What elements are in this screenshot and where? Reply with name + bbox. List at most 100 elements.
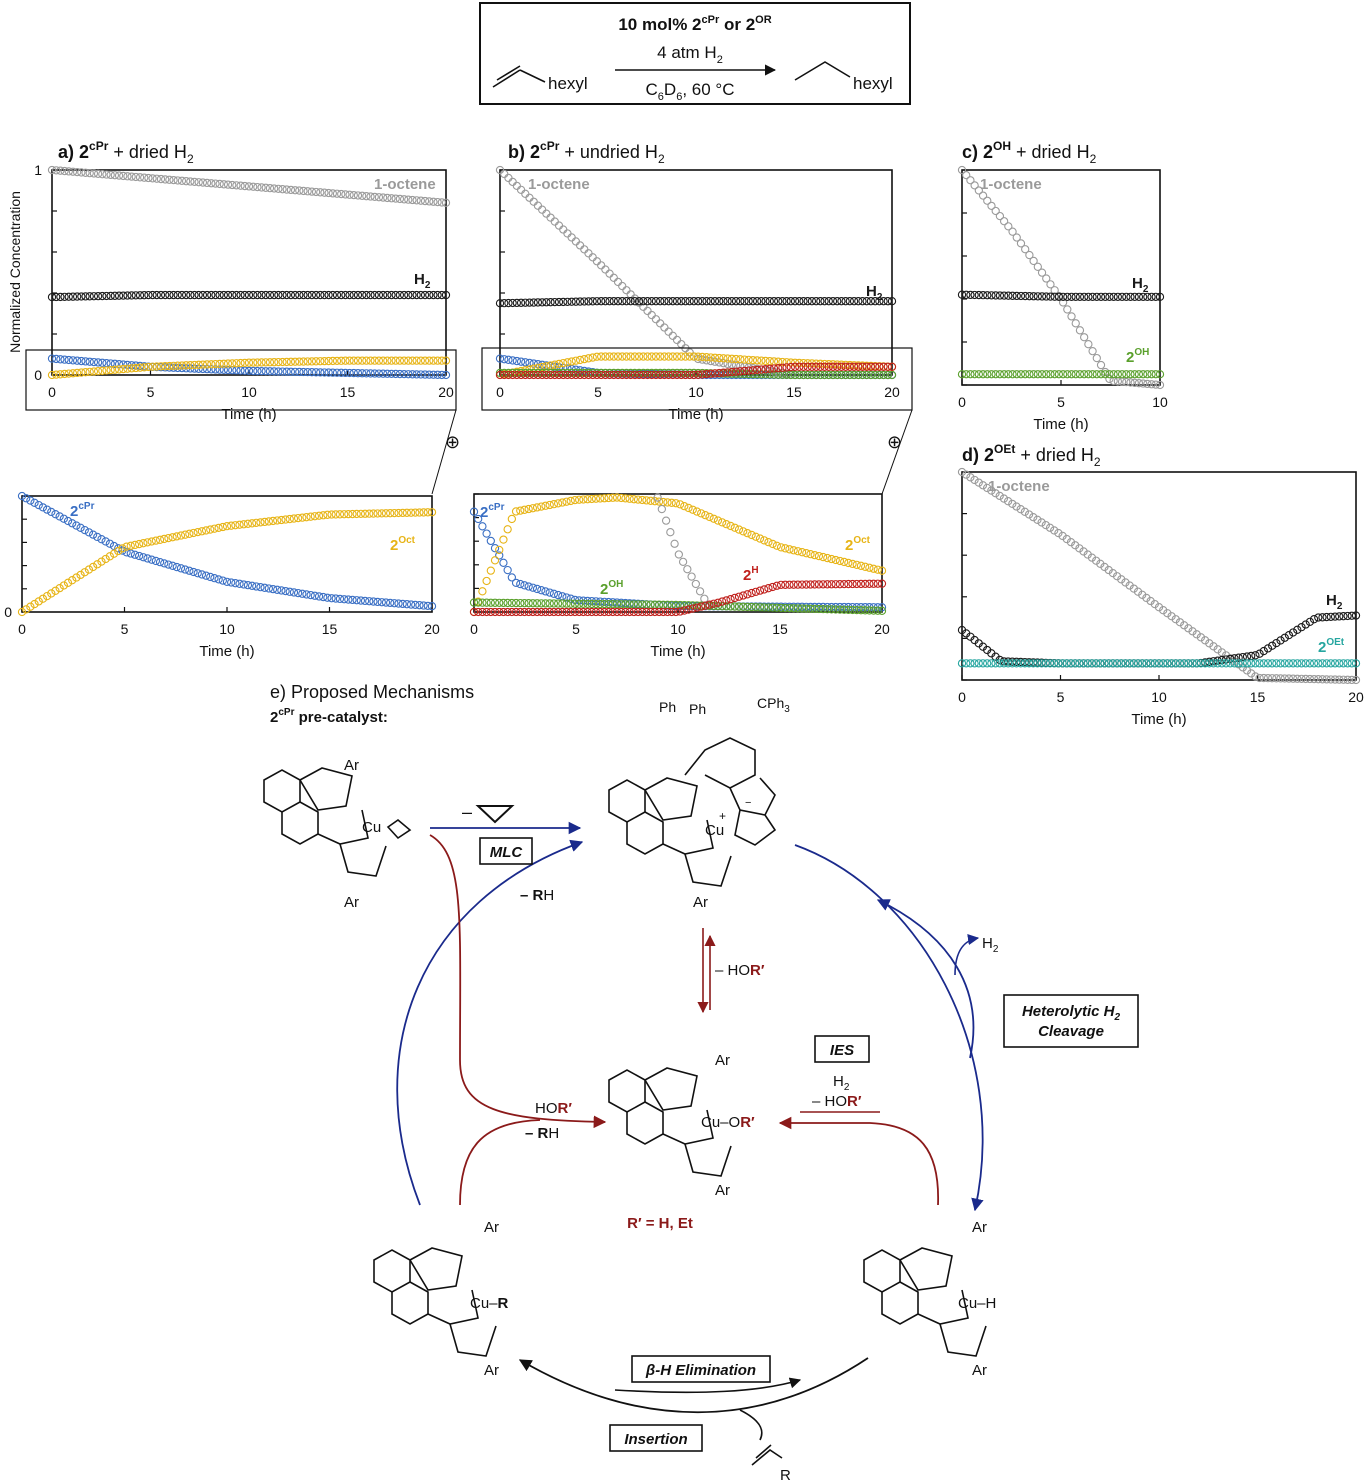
data-point — [118, 544, 127, 553]
data-point — [528, 583, 538, 592]
data-point — [1042, 370, 1051, 379]
data-point — [474, 514, 483, 524]
copper-alkyl-structure: Ar Ar Cu–R — [373, 1219, 509, 1379]
aryl-ring — [684, 737, 756, 789]
data-point — [144, 362, 153, 372]
data-point — [1200, 659, 1210, 668]
data-point — [1343, 659, 1352, 668]
data-point — [1347, 611, 1356, 620]
data-point — [731, 369, 741, 378]
x-tick-label: 20 — [884, 384, 900, 400]
data-point — [47, 354, 57, 363]
data-point — [966, 659, 975, 668]
beta-box — [631, 1355, 771, 1383]
data-point — [406, 508, 416, 517]
x-tick-label: 10 — [241, 384, 257, 400]
data-point — [1280, 633, 1289, 642]
data-point — [257, 290, 266, 300]
data-point — [500, 370, 509, 380]
data-point — [1012, 233, 1021, 242]
data-point — [148, 362, 157, 371]
data-point — [848, 602, 857, 612]
data-point — [420, 370, 430, 379]
data-point — [760, 603, 769, 612]
data-point — [701, 601, 710, 610]
data-point — [507, 607, 517, 617]
data-point — [127, 291, 136, 300]
x-tick-label: 5 — [1057, 689, 1065, 705]
data-point — [774, 370, 783, 379]
x-tick-label: 5 — [594, 384, 602, 400]
data-point — [532, 607, 542, 617]
data-point — [303, 290, 312, 300]
data-point — [1101, 370, 1110, 379]
data-point — [416, 196, 426, 205]
data-point — [677, 297, 686, 306]
data-point — [1196, 659, 1206, 668]
data-point — [765, 370, 774, 379]
data-point — [806, 580, 815, 589]
ar-label-8: Ar — [972, 1219, 987, 1236]
data-point — [511, 598, 521, 608]
data-point — [482, 529, 491, 538]
data-point — [181, 530, 190, 539]
data-point — [562, 593, 571, 602]
data-point — [786, 358, 795, 367]
data-point — [579, 495, 588, 504]
data-point — [538, 205, 547, 214]
data-point — [1012, 502, 1021, 511]
data-point — [785, 545, 794, 554]
data-point — [1318, 659, 1327, 668]
data-point — [165, 175, 174, 184]
ies-label: IES — [830, 1042, 854, 1059]
data-point — [1063, 292, 1072, 301]
data-point — [1322, 675, 1331, 684]
data-point — [683, 565, 692, 574]
data-point — [609, 370, 618, 380]
data-point — [731, 354, 741, 364]
data-point — [820, 362, 829, 371]
data-point — [1096, 370, 1106, 379]
data-point — [566, 599, 575, 608]
heterolytic-label-1: Heterolytic H2 — [1022, 1003, 1121, 1023]
data-point — [642, 607, 651, 617]
data-point — [677, 339, 686, 349]
data-point — [77, 368, 86, 377]
data-point — [68, 369, 78, 378]
data-point — [743, 528, 752, 538]
data-point — [608, 600, 617, 609]
data-point — [575, 366, 585, 375]
data-point — [580, 297, 589, 306]
data-point — [521, 298, 530, 307]
data-point — [533, 298, 543, 307]
series-2OH — [957, 370, 1165, 379]
data-point — [643, 352, 652, 361]
data-point — [1117, 370, 1127, 379]
data-point — [647, 310, 656, 320]
data-point — [52, 354, 61, 364]
data-point — [240, 181, 249, 191]
data-point — [478, 598, 487, 607]
data-point — [332, 189, 342, 198]
data-point — [93, 532, 102, 542]
panel-a-title: a) 2cPr + dried H2 — [58, 139, 194, 166]
data-point — [549, 599, 559, 608]
data-point — [68, 356, 78, 365]
data-point — [630, 352, 640, 361]
data-point — [282, 367, 291, 376]
data-point — [524, 607, 533, 617]
insertion-arrow — [518, 1357, 869, 1414]
data-point — [341, 190, 350, 199]
data-point — [654, 607, 664, 617]
data-point — [97, 557, 106, 566]
data-point — [700, 594, 709, 603]
data-point — [1230, 659, 1239, 668]
data-point — [408, 370, 417, 379]
data-point — [185, 529, 194, 538]
data-point — [727, 354, 736, 363]
data-point — [84, 565, 94, 574]
data-point — [81, 168, 90, 177]
data-point — [727, 297, 736, 306]
data-point — [252, 582, 261, 591]
data-point — [106, 170, 115, 180]
